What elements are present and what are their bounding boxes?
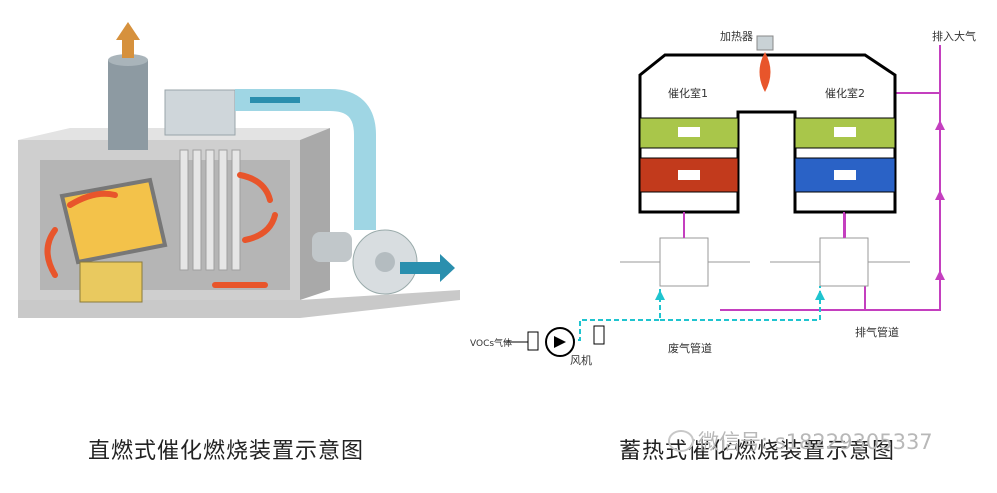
catalyst-panel	[59, 177, 168, 265]
valve-2	[819, 237, 869, 287]
chimney-top	[108, 54, 148, 66]
fan-hub	[375, 252, 395, 272]
top-box	[164, 89, 236, 136]
inlet-arrow	[400, 254, 455, 282]
label-chamber1: 催化室1	[668, 86, 708, 100]
label-waste-gas-pipe: 废气管道	[668, 341, 712, 355]
label-fan: 风机	[570, 353, 592, 367]
label-inlet: VOCs气体	[470, 337, 512, 349]
heater-flame	[759, 52, 771, 92]
outlet-filter	[593, 325, 605, 345]
hot-flow-arrows	[44, 172, 278, 288]
chamber2-tag2	[834, 170, 856, 180]
watermark: 微信号: s18229305337	[668, 426, 933, 456]
box-side	[300, 128, 330, 300]
direct-fired-device-illustration	[18, 22, 460, 318]
label-chamber2: 催化室2	[825, 86, 865, 100]
chamber2-tag1	[834, 127, 856, 137]
motor	[312, 232, 352, 262]
wechat-icon	[668, 430, 694, 452]
fan-blade-icon	[554, 336, 566, 348]
label-heater: 加热器	[720, 30, 753, 43]
chimney	[108, 60, 148, 150]
label-exhaust-pipe: 排气管道	[855, 325, 899, 339]
exhaust-up-arrows	[935, 120, 945, 280]
chamber1-tag2	[678, 170, 700, 180]
chamber1-tag1	[678, 127, 700, 137]
left-caption: 直燃式催化燃烧装置示意图	[88, 439, 365, 464]
waste-gas-arrows	[655, 290, 825, 300]
heater-box	[756, 35, 774, 51]
regenerative-device-diagram: 加热器 催化室1 催化室2 排入大气 风机 废气管道 排气管道 VOCs气体	[470, 29, 976, 367]
exhaust-arrow	[116, 22, 140, 58]
valve-1	[659, 237, 709, 287]
air-duct	[235, 89, 376, 230]
right-caption: 蓄热式催化燃烧装置示意图	[619, 439, 896, 464]
waste-gas-lines	[570, 286, 821, 341]
label-exhaust-to-air: 排入大气	[932, 29, 976, 43]
heating-tubes	[179, 149, 241, 271]
inlet-filter	[527, 331, 539, 351]
base-plate	[18, 290, 460, 318]
honeycomb-block	[79, 261, 143, 303]
watermark-text: 微信号: s18229305337	[698, 430, 933, 454]
